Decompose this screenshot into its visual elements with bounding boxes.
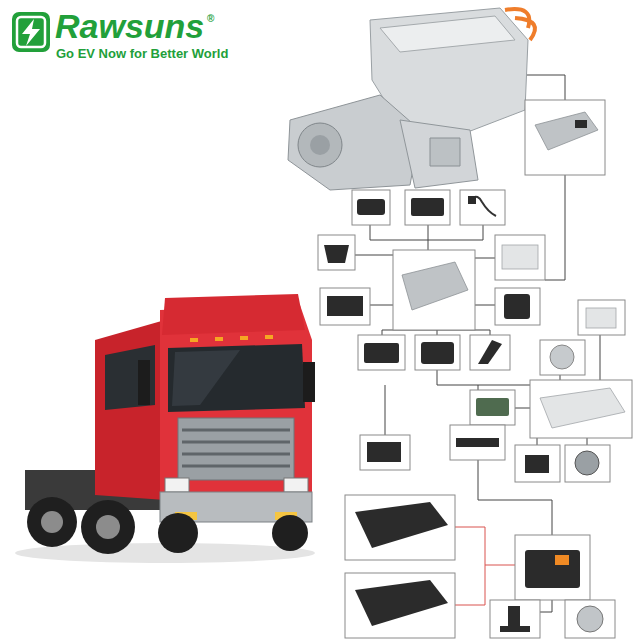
e-axle-drive-unit bbox=[288, 8, 535, 190]
logo-icon bbox=[12, 12, 50, 52]
brand-name: Rawsuns bbox=[55, 9, 204, 43]
electric-truck-illustration bbox=[15, 294, 315, 563]
registered-mark: ® bbox=[207, 14, 214, 24]
component-images bbox=[318, 100, 632, 638]
brand-tagline: Go EV Now for Better World bbox=[56, 47, 228, 60]
